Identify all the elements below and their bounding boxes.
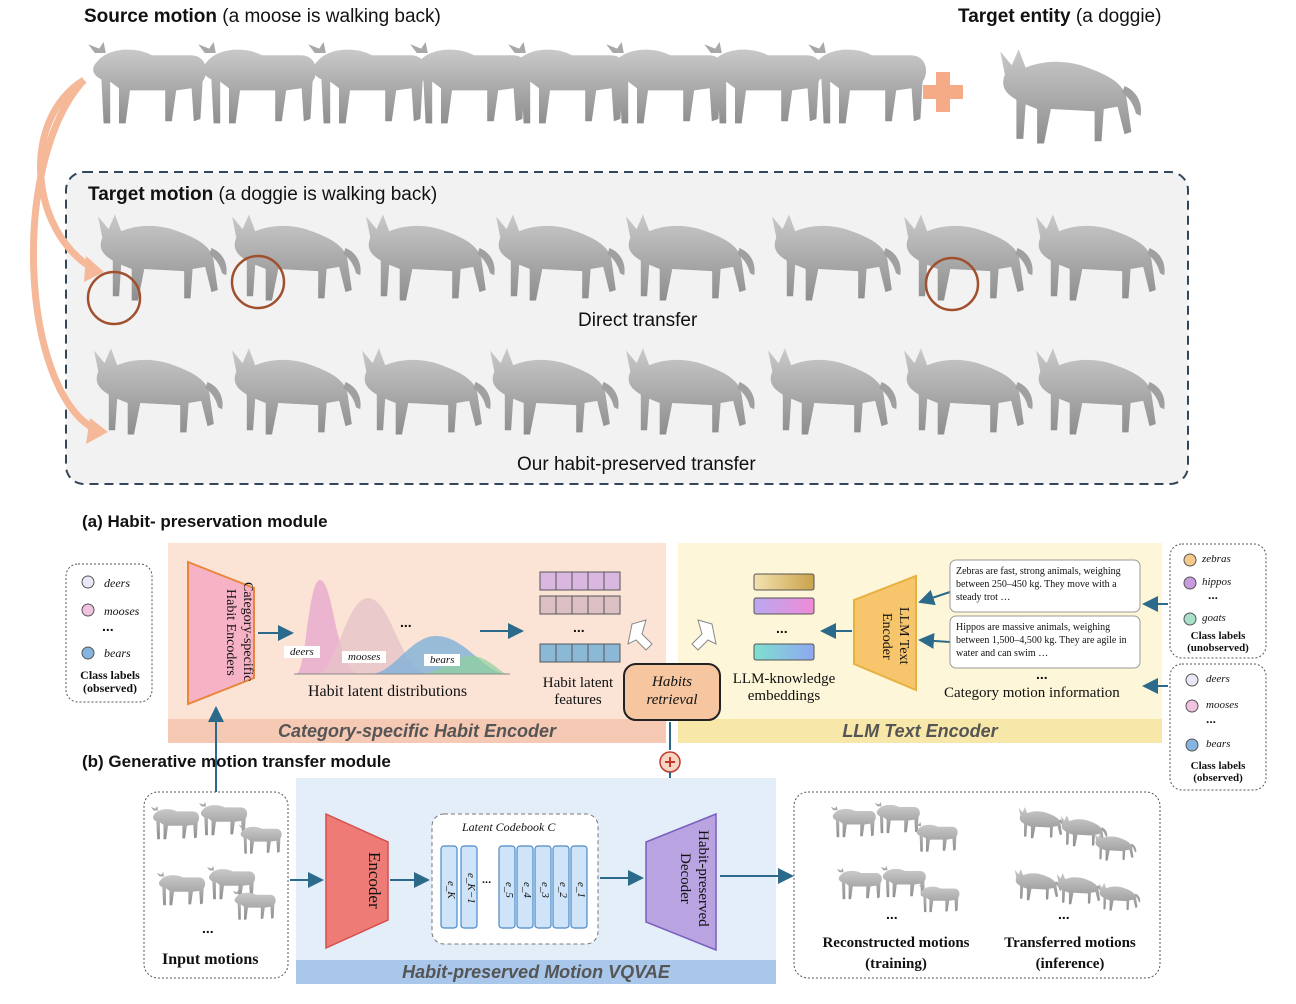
codebook-title: Latent Codebook C [462,820,556,834]
unobserved-label-hippos: hippos [1202,576,1232,588]
observed2-caption: Class labels (observed) [1190,760,1246,784]
motion-illustration [29,42,1189,485]
habit-encoder-band: Category-specific Habit Encoder [168,719,666,743]
codebook-cell-e2: e_2 [557,882,569,898]
vq-encoder-text: Encoder [365,851,384,909]
module-diagram [65,543,1267,984]
embeddings-ellipsis: ... [776,620,788,636]
unobserved-caption: Class labels (unobserved) [1187,630,1249,654]
observed2-label-bears: bears [1206,738,1231,750]
category-info-caption: Category motion information [944,685,1120,701]
transfer-ellipsis: ... [1058,906,1070,922]
observed-caption: Class labels (observed) [80,668,140,695]
codebook-cell-e5: e_5 [503,882,515,898]
input-ellipsis: ... [202,920,214,936]
observed2-label-mooses: mooses [1206,699,1239,711]
codebook-cell-e3: e_3 [539,882,551,898]
plus-icon [923,72,963,112]
dist-label-mooses: mooses [342,651,387,663]
transfer-caption-line2: (inference) [1035,956,1105,972]
unobserved-label-zebras: zebras [1202,553,1231,565]
unobserved-label-goats: goats [1202,612,1226,624]
codebook-cell-eK-1: e_K−1 [465,872,477,904]
llm-text-box-1: Zebras are fast, strong animals, weighin… [956,566,1121,603]
llm-encoder-band: LLM Text Encoder [678,719,1162,743]
observed-label-bears: bears [104,646,131,660]
recon-caption-line2: (training) [865,956,927,972]
module-a-title: (a) Habit- preservation module [82,512,328,531]
observed2-label-deers: deers [1206,673,1230,685]
features-caption: Habit latent features [542,675,614,708]
target-entity-dog [1000,49,1142,144]
dist-caption: Habit latent distributions [308,683,468,700]
codebook-cell-e4: e_4 [521,882,533,898]
transfer-caption-line1: Transferred motions [1004,935,1136,951]
transfer-caption: Transferred motions (inference) [988,933,1152,975]
direct-transfer-label: Direct transfer [578,310,698,331]
habit-transfer-label: Our habit-preserved transfer [517,454,756,475]
habits-retrieval-text: Habits retrieval [646,674,698,708]
codebook-ellipsis: ... [482,874,492,886]
module-b-title: (b) Generative motion transfer module [82,752,391,771]
features-ellipsis: ... [573,619,585,635]
observed-label-mooses: mooses [104,604,140,618]
habit-encoder-text: Category-specific Habit Encoders [223,582,255,682]
llm-text-box-2: Hippos are massive animals, weighing bet… [956,622,1127,659]
source-moose-sequence [88,42,927,124]
artifact-circles [86,254,980,326]
observed-label-ellipsis: ... [102,618,114,634]
llm-encoder-text: LLM Text Encoder [879,607,911,665]
text-box-ellipsis: ... [1036,666,1048,682]
recon-ellipsis: ... [886,906,898,922]
dist-label-bears: bears [424,654,461,666]
llm-embeddings-caption: LLM-knowledge embeddings [732,671,836,704]
input-motions-caption: Input motions [162,951,259,968]
recon-caption-line1: Reconstructed motions [822,935,970,951]
dist-label-deers: deers [284,646,320,658]
vqvae-band: Habit-preserved Motion VQVAE [402,962,670,982]
target-entity-heading: Target entity (a doggie) [958,6,1162,27]
codebook-cell-e1: e_1 [575,882,587,898]
target-motion-heading: Target motion (a doggie is walking back) [88,184,438,205]
source-to-target-arrows [29,77,98,434]
source-motion-heading: Source motion (a moose is walking back) [84,6,441,27]
unobserved-label-ellipsis: ... [1208,588,1219,602]
recon-caption: Reconstructed motions (training) [806,933,986,975]
observed2-label-ellipsis: ... [1206,712,1217,726]
decoder-text: Habit-preserved Decoder [677,829,711,927]
observed-label-deers: deers [104,576,130,590]
dist-label-ellipsis: ... [400,614,412,630]
codebook-cell-eK: e_K [445,881,457,899]
